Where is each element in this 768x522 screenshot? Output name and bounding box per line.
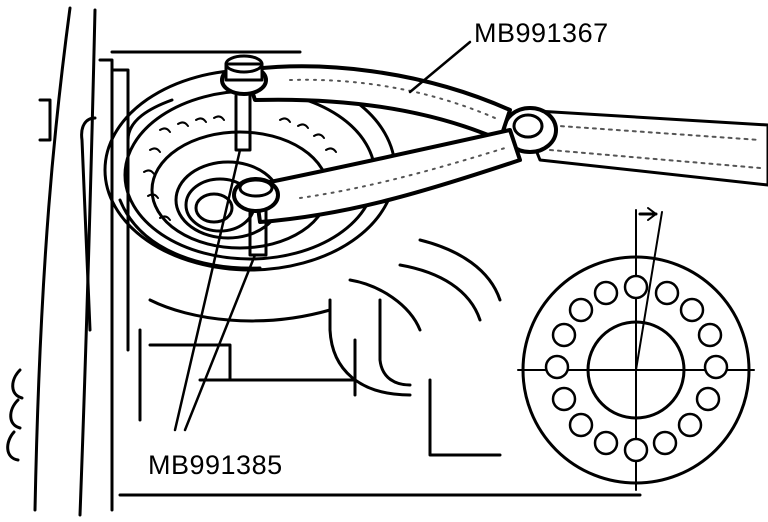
callout-label-wrench: MB991367 (474, 18, 609, 48)
bolt-holes (544, 274, 729, 463)
housing-outline (6, 6, 302, 517)
special-wrench-tool (220, 54, 768, 257)
callout-label-pins: MB991385 (148, 450, 283, 480)
leader-lines (173, 40, 472, 432)
lower-structure (118, 238, 642, 497)
bolt-hole-pattern-detail (517, 207, 755, 491)
